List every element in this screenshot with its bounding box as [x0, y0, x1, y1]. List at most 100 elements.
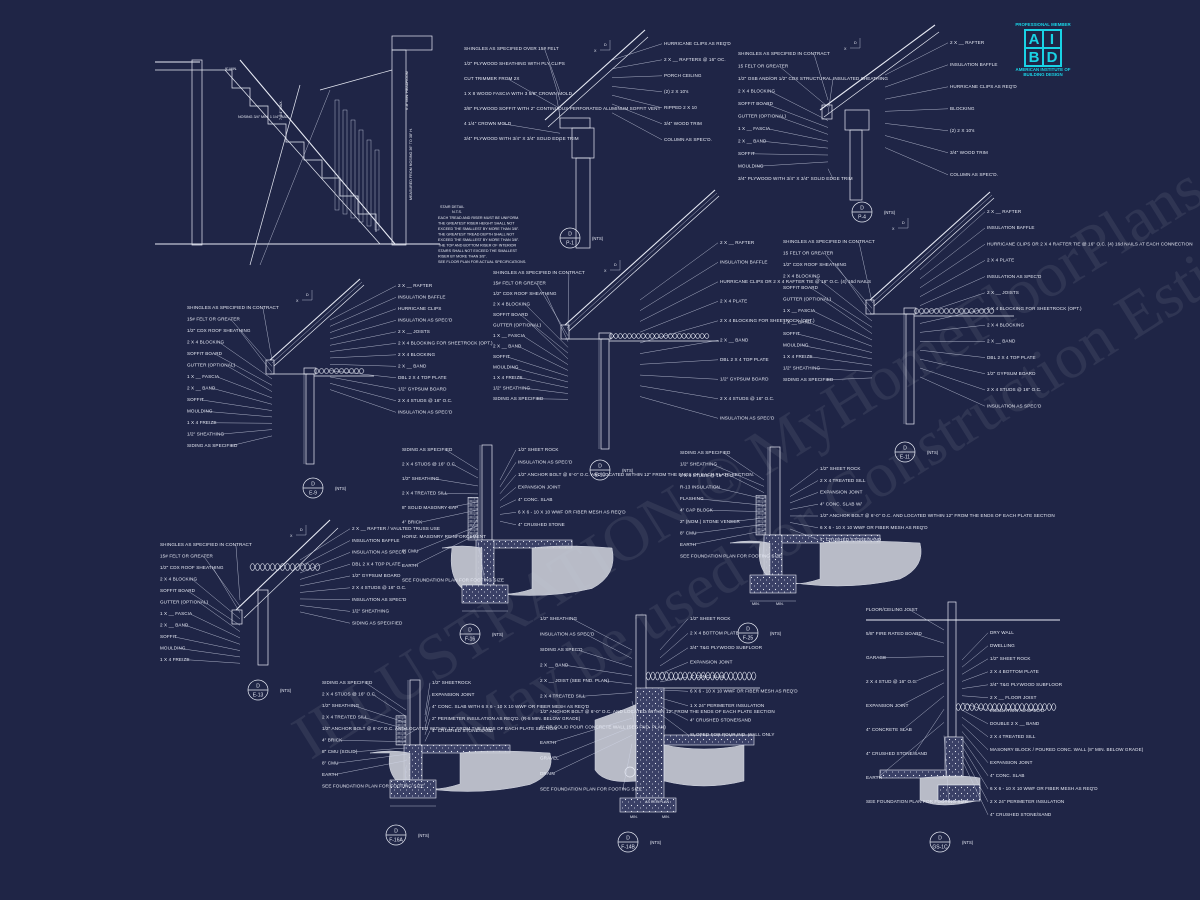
callout-label: SEE FOUNDATION PLAN FOR FOOTING SIZE — [680, 554, 782, 559]
leader-line — [659, 662, 689, 675]
leader-line — [879, 656, 945, 658]
callout-label: 2 X 4 STUDS @ 16" O.C. — [322, 692, 376, 697]
callout-label: DOUBLE 2 X __ BAND — [990, 721, 1040, 726]
callout-label: SHINGLES AS SPECIFIED IN CONTRACT — [187, 305, 279, 310]
leader-line — [520, 377, 569, 388]
detail-tag-letter: D — [311, 482, 315, 488]
callout-label: 2 X 4 STUDS @ 16" O.C. — [987, 387, 1041, 392]
stair-stringer — [239, 59, 396, 245]
leader-line — [639, 359, 719, 365]
leader-line — [821, 299, 873, 334]
callout-label: 2 X 4 BLOCKING FOR SHEETROCK (OPT.) — [987, 306, 1082, 311]
leader-line — [789, 492, 819, 504]
detail-tag-number: E-10 — [595, 473, 606, 479]
callout-label: 8" CMU — [322, 761, 339, 766]
porch-rafter-2 — [547, 36, 649, 128]
callout-label: 1 X __ FASCIA — [160, 611, 193, 616]
callout-label: 2 X __ JOIST (SEE FND. PLAN) — [540, 678, 609, 683]
callout-label: SEE FOUNDATION PLAN FOR FOOTING SIZE — [322, 784, 424, 789]
callout-label: INSULATION AS SPEC'D — [352, 550, 407, 555]
leader-line — [961, 632, 989, 661]
insulation-batt — [313, 368, 365, 374]
leader-line — [239, 330, 273, 373]
brick-veneer — [395, 715, 407, 746]
callout-label: HORIZ. MASONRY REINFORCEMENT — [402, 534, 486, 539]
callout-label: 2 X __ RAFTER / VAULTED TRUSS USE — [352, 526, 440, 531]
leader-line — [299, 552, 351, 574]
callout-label: 15 FELT OR GREATER — [783, 251, 834, 256]
vault-rafter-top — [235, 519, 331, 611]
detail-tag-number: GS-1C — [932, 845, 948, 851]
detail-tag-number: P-1 — [566, 241, 574, 247]
callout-label: EXPANSION JOINT — [432, 692, 475, 697]
leader-line — [801, 345, 873, 360]
leader-line — [178, 648, 241, 658]
callout-label: 4" CONC. SLAB WITH 6 X 6 - 10 X 10 WWF O… — [432, 704, 590, 709]
leader-line — [420, 509, 479, 523]
leader-line — [329, 331, 397, 346]
leader-line — [639, 340, 719, 354]
pitch-x: X — [892, 227, 895, 231]
leader-line — [443, 493, 479, 495]
porch-column — [575, 157, 591, 249]
callout-label: 1/2" OSB AND/OR 1/2" CDX STRUCTURAL INSU… — [738, 76, 888, 81]
leader-line — [329, 285, 397, 321]
callout-label: HURRICANE CLIPS AS REQ'D — [950, 84, 1017, 89]
leader-line — [511, 367, 569, 383]
callout-label: 8" SOLID MASONRY CAP — [402, 505, 458, 510]
leader-line — [499, 474, 517, 494]
callout-label: 3/4" T&G PLYWOOD SUBFLOOR — [690, 645, 763, 650]
leader-line — [520, 314, 569, 354]
callout-label: 1/2" CDX ROOF SHEATHING — [160, 565, 224, 570]
callout-label: DBL 2 X 4 TOP PLATE — [398, 375, 447, 380]
leader-line — [329, 343, 397, 352]
stair-stringer-2 — [224, 69, 381, 245]
leader-line — [961, 709, 989, 724]
leader-line — [763, 141, 829, 149]
callout-label: 1/2" PLYWOOD SHEATHING WITH PLY CLIPS — [464, 61, 565, 66]
leader-line — [219, 342, 273, 380]
callout-label: FLOOR/CEILING JOIST — [866, 607, 918, 612]
pitch-x: X — [290, 534, 293, 538]
callout-label: SOFFIT — [160, 634, 177, 639]
callout-label: 2 X 4 TREATED SILL — [820, 478, 866, 483]
callout-label: INSULATION AS SPEC'D — [352, 597, 407, 602]
callout-label: INSULATION AS SPEC'D — [987, 274, 1042, 279]
basement-wall — [635, 687, 665, 799]
leader-line — [961, 745, 989, 789]
callout-label: GUTTER (OPTIONAL) — [783, 297, 832, 302]
leader-line — [919, 308, 986, 324]
callout-label: 2 X 4 BOTTOM PLATE — [990, 669, 1039, 674]
leader-line — [756, 161, 829, 167]
leader-line — [185, 625, 241, 645]
callout-label: 2 X __ BAND — [160, 623, 189, 628]
callout-label: DRY WALL — [990, 630, 1014, 635]
leader-line — [536, 398, 569, 400]
callout-label: 6 X 6 - 10 X 10 WWF OR FIBER MESH AS REQ… — [820, 525, 928, 530]
callout-label: INSULATION BAFFLE — [950, 62, 998, 67]
leader-line — [424, 682, 431, 716]
leader-line — [192, 579, 241, 620]
watermark-line-1: ILLUSTRATION © MyHomeFloorPlans.com — [280, 84, 1200, 772]
insulation-batt — [913, 308, 995, 314]
callout-label: INSULATION BAFFLE — [720, 260, 768, 265]
wall-studs — [257, 589, 269, 666]
fascia-board — [821, 104, 833, 120]
detail-tag-letter: D — [626, 836, 630, 842]
callout-label: 2 X 4 TREATED SILL — [322, 715, 368, 720]
callout-label: EARTH — [680, 542, 696, 547]
leader-line — [919, 276, 986, 306]
leader-line — [961, 752, 989, 802]
rafter-top — [269, 278, 361, 361]
callout-label: 2 X 4 TREATED SILL — [402, 491, 448, 496]
callout-label: 2" PERIMETER INSULATION AS REQ'D. (R-5 M… — [432, 716, 581, 721]
callout-label: 15# FELT OR GREATER — [493, 281, 547, 286]
detail-scale: (NTS) — [962, 840, 974, 845]
callout-label: 2 X 4 BOTTOM PLATE — [690, 631, 739, 636]
detail-scale: (NTS) — [622, 468, 634, 473]
callout-label: 2 X 4 STUDS @ 16" O.C. — [720, 396, 774, 401]
leader-line — [219, 429, 273, 435]
